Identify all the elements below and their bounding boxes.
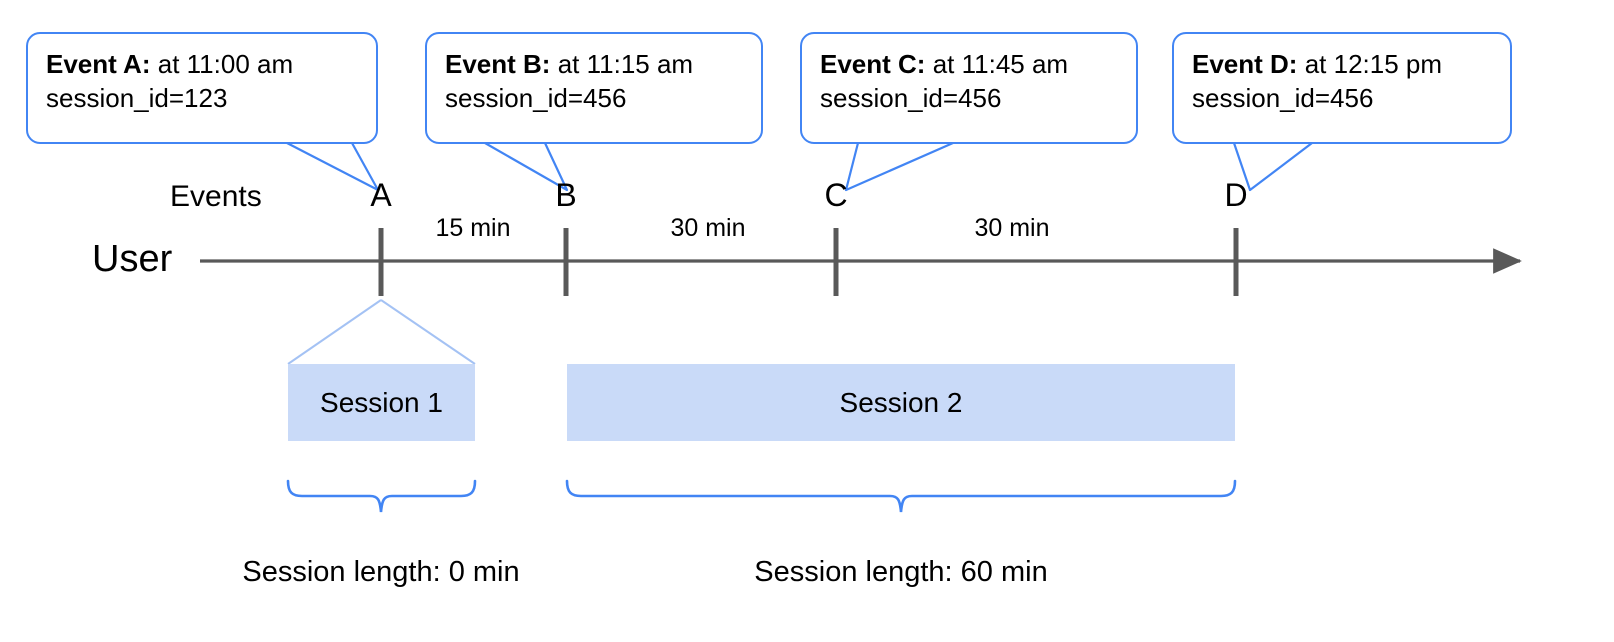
row-label-events: Events xyxy=(170,180,262,213)
event-marker-label-c: C xyxy=(824,177,848,213)
callout-c-title: Event C: xyxy=(820,49,926,79)
callout-c-time: at 11:45 am xyxy=(932,49,1069,79)
callout-a-title: Event A: xyxy=(46,49,151,79)
gap-label-a-b: 15 min xyxy=(435,214,511,242)
event-marker-label-b: B xyxy=(555,177,577,213)
callout-d-line2: session_id=456 xyxy=(1192,82,1374,113)
callout-event-a: Event A: at 11:00 am session_id=123 xyxy=(26,32,378,144)
callout-b-line1: Event B: at 11:15 am xyxy=(445,48,745,82)
callout-c-line1: Event C: at 11:45 am xyxy=(820,48,1120,82)
callout-event-d: Event D: at 12:15 pm session_id=456 xyxy=(1172,32,1512,144)
callout-event-c: Event C: at 11:45 am session_id=456 xyxy=(800,32,1138,144)
callout-d-title: Event D: xyxy=(1192,49,1298,79)
brace-session-2 xyxy=(565,479,1237,513)
session-length-caption-1: Session length: 0 min xyxy=(242,556,520,588)
session-length-caption-2: Session length: 60 min xyxy=(754,556,1048,588)
gap-label-c-d: 30 min xyxy=(974,214,1050,242)
row-label-user: User xyxy=(92,238,173,280)
callout-tail-a xyxy=(286,140,380,192)
event-marker-label-d: D xyxy=(1224,177,1248,213)
session-bar-1: Session 1 xyxy=(288,364,475,441)
callout-a-line2: session_id=123 xyxy=(46,82,228,113)
session-bar-1-label: Session 1 xyxy=(320,386,443,418)
session-bar-2-label: Session 2 xyxy=(839,386,963,418)
callout-b-line2: session_id=456 xyxy=(445,82,627,113)
callout-c-line2: session_id=456 xyxy=(820,82,1002,113)
callout-b-title: Event B: xyxy=(445,49,551,79)
callout-d-line1: Event D: at 12:15 pm xyxy=(1192,48,1494,82)
callout-tail-c xyxy=(844,140,954,192)
callout-b-time: at 11:15 am xyxy=(557,49,694,79)
gap-label-b-c: 30 min xyxy=(670,214,746,242)
session1-connector xyxy=(287,299,476,365)
event-marker-label-a: A xyxy=(370,177,392,213)
session-bar-2: Session 2 xyxy=(567,364,1235,441)
callout-a-line1: Event A: at 11:00 am xyxy=(46,48,360,82)
brace-session-1 xyxy=(286,479,477,513)
callout-event-b: Event B: at 11:15 am session_id=456 xyxy=(425,32,763,144)
callout-d-time: at 12:15 pm xyxy=(1304,49,1443,79)
callout-a-time: at 11:00 am xyxy=(157,49,294,79)
